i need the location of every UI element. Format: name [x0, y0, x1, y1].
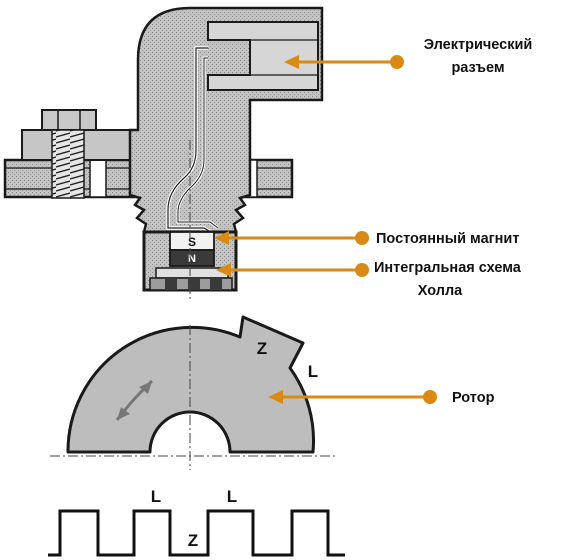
callout-rotor — [268, 390, 437, 404]
magnet-pole-n: N — [188, 253, 196, 265]
rotor-body — [66, 315, 315, 454]
hall-label-line1: Интегральная схема — [374, 260, 522, 276]
connector-label-line1: Электрический — [424, 37, 533, 53]
output-waveform — [48, 509, 345, 557]
callout-connector — [284, 55, 404, 69]
connector-socket — [207, 21, 319, 91]
magnet-label: Постоянный магнит — [376, 231, 519, 247]
rotation-arrow-icon — [115, 379, 154, 421]
rotor-tooth-label: Z — [257, 339, 267, 358]
permanent-magnet — [169, 231, 215, 267]
hall-label-line2: Холла — [418, 283, 463, 299]
callout-hall-ic — [216, 263, 369, 277]
hall-ic — [149, 267, 233, 291]
callout-magnet — [214, 231, 369, 245]
rotor-gap-label: L — [308, 362, 318, 381]
connector-label-line2: разъем — [451, 60, 504, 76]
mounting-bolt — [21, 109, 143, 199]
magnet-pole-s: S — [188, 235, 196, 249]
rotor-label: Ротор — [452, 390, 495, 406]
sensor-assembly: S N — [3, 6, 324, 300]
waveform-gap-label-2: L — [227, 487, 237, 506]
waveform-tooth-label: Z — [188, 531, 198, 550]
rotor — [50, 315, 335, 470]
waveform-gap-label-1: L — [151, 487, 161, 506]
